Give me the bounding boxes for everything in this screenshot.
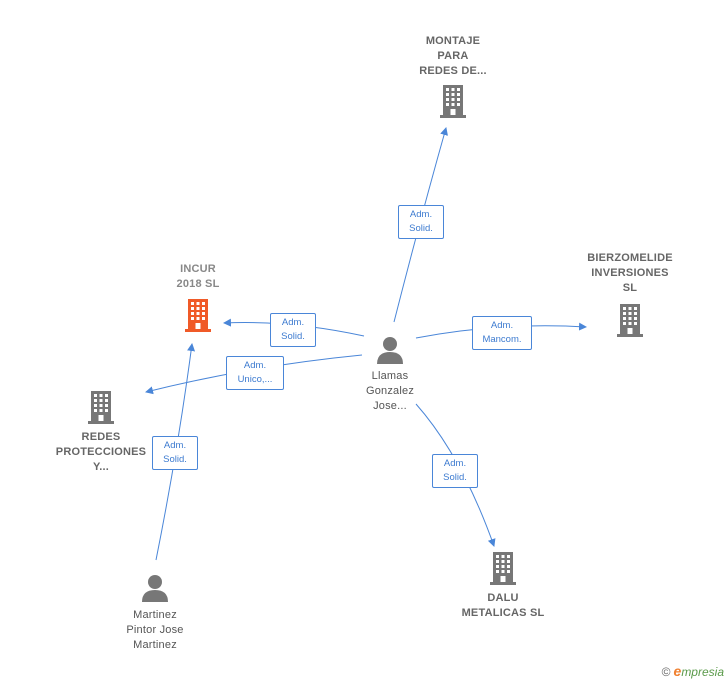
building-icon [490,552,516,585]
person-icon [377,337,403,364]
edge-label-llamas-redes[interactable]: Adm. Unico,... [226,356,284,390]
brand-name: mpresia [681,665,724,679]
node-redes-label: REDES PROTECCIONES Y... [55,431,147,473]
node-montaje-label: MONTAJE PARA REDES DE... [419,35,487,77]
node-martinez-label: Martinez Pintor Jose Martinez [126,609,184,651]
node-bierzomelide-label: BIERZOMELIDE INVERSIONES SL [587,252,673,294]
node-incur-label: INCUR 2018 SL [176,263,220,290]
empresia-logo: ©empresia [662,663,724,679]
edge-label-llamas-incur[interactable]: Adm. Solid. [270,313,316,347]
edge-label-text: Adm. Solid. [409,209,433,234]
edge-label-text: Adm. Mancom. [482,320,522,345]
building-icon [440,85,466,118]
person-icon [142,575,168,602]
edge-label-llamas-montaje[interactable]: Adm. Solid. [398,205,444,239]
edge-label-llamas-bierzomelide[interactable]: Adm. Mancom. [472,316,532,350]
copyright-icon: © [661,665,671,679]
edge-label-text: Adm. Unico,... [237,360,273,385]
edge-label-martinez-incur[interactable]: Adm. Solid. [152,436,198,470]
edge-label-text: Adm. Solid. [281,317,305,342]
edge-label-llamas-dalu[interactable]: Adm. Solid. [432,454,478,488]
brand-initial: e [673,663,682,679]
building-icon [185,299,211,332]
building-icon [617,304,643,337]
node-dalu-label: DALU METALICAS SL [461,592,545,619]
building-icon [88,391,114,424]
edge-label-text: Adm. Solid. [443,458,467,483]
edge-label-text: Adm. Solid. [163,440,187,465]
node-llamas-label: Llamas Gonzalez Jose... [365,370,415,412]
